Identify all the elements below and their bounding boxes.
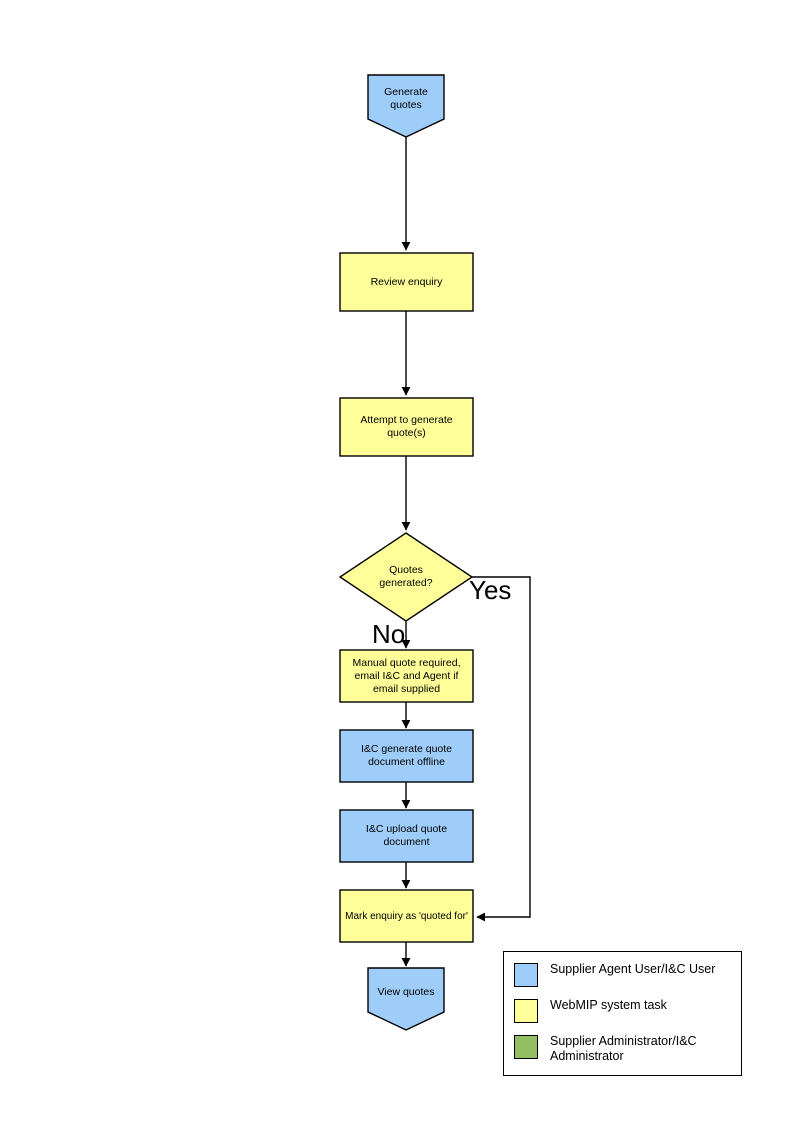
node-view-quotes[interactable] (367, 967, 445, 1031)
legend-swatch-system-task (514, 999, 538, 1023)
legend-label-user-task: Supplier Agent User/I&C User (550, 962, 716, 976)
node-attempt-generate-quotes[interactable] (339, 397, 474, 457)
node-generate-quotes[interactable] (367, 74, 445, 138)
legend-swatch-admin-task (514, 1035, 538, 1059)
legend-label-system-task: WebMIP system task (550, 998, 667, 1012)
branch-label-yes: Yes (469, 575, 512, 605)
node-ic-upload-quote-document[interactable] (339, 809, 474, 863)
node-quotes-generated[interactable] (338, 532, 474, 622)
legend-item-user-task: Supplier Agent User/I&C User (514, 962, 715, 987)
node-review-enquiry[interactable] (339, 252, 474, 312)
node-mark-enquiry-quoted-for[interactable] (339, 889, 474, 943)
nodes-layer (338, 74, 474, 1031)
edges-layer (401, 137, 531, 967)
legend: Supplier Agent User/I&C User WebMIP syst… (503, 951, 742, 1076)
legend-item-system-task: WebMIP system task (514, 998, 667, 1023)
legend-item-admin-task: Supplier Administrator/I&C Administrator (514, 1034, 697, 1064)
edge-decision-yes-to-mark (472, 576, 531, 922)
branch-label-no: No (372, 619, 406, 649)
node-manual-quote-required[interactable] (339, 649, 474, 703)
legend-label-admin-task: Supplier Administrator/I&C Administrator (550, 1034, 697, 1063)
legend-swatch-user-task (514, 963, 538, 987)
node-ic-generate-quote-offline[interactable] (339, 729, 474, 783)
